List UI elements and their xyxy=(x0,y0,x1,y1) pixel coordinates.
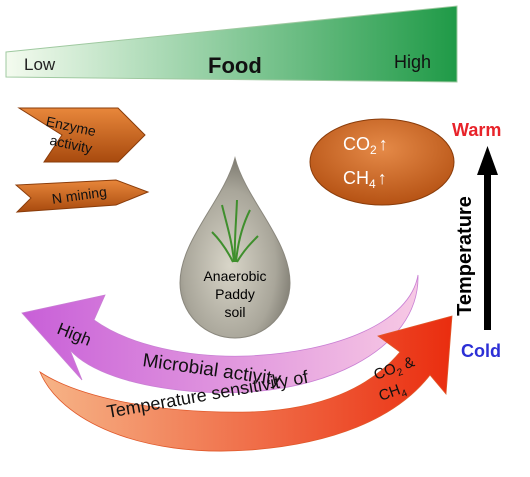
gas-emission-bubble: CO2↑ CH4↑ xyxy=(309,118,455,206)
soil-label-line2: Paddy xyxy=(215,286,255,302)
soil-label-line3: soil xyxy=(224,304,245,320)
temperature-warm-label: Warm xyxy=(452,120,501,140)
ch4-up-label: CH4↑ xyxy=(343,168,387,191)
food-gradient-wedge xyxy=(5,5,458,83)
co2-up-label: CO2↑ xyxy=(343,134,388,157)
n-mining-label: N mining xyxy=(51,183,108,207)
sensitivity-co2-label: CO2& xyxy=(372,353,418,386)
n-mining-arrow: N mining xyxy=(14,179,150,213)
rice-seedling-icon xyxy=(211,199,259,263)
temperature-arrow xyxy=(477,146,498,330)
temperature-cold-label: Cold xyxy=(461,341,501,361)
microbial-activity-arrow xyxy=(21,274,419,394)
temperature-axis-label: Temperature xyxy=(454,196,476,316)
paddy-soil-drop: Anaerobic Paddy soil xyxy=(179,156,291,339)
soil-label-line1: Anaerobic xyxy=(203,268,266,284)
enzyme-activity-arrow: Enzyme activity xyxy=(17,107,146,163)
food-low-label: Low xyxy=(24,55,56,74)
sensitivity-ch4-label: CH4 xyxy=(377,379,410,407)
temperature-sensitivity-arrow xyxy=(39,315,453,452)
food-high-label: High xyxy=(394,52,431,72)
food-title: Food xyxy=(208,53,262,78)
